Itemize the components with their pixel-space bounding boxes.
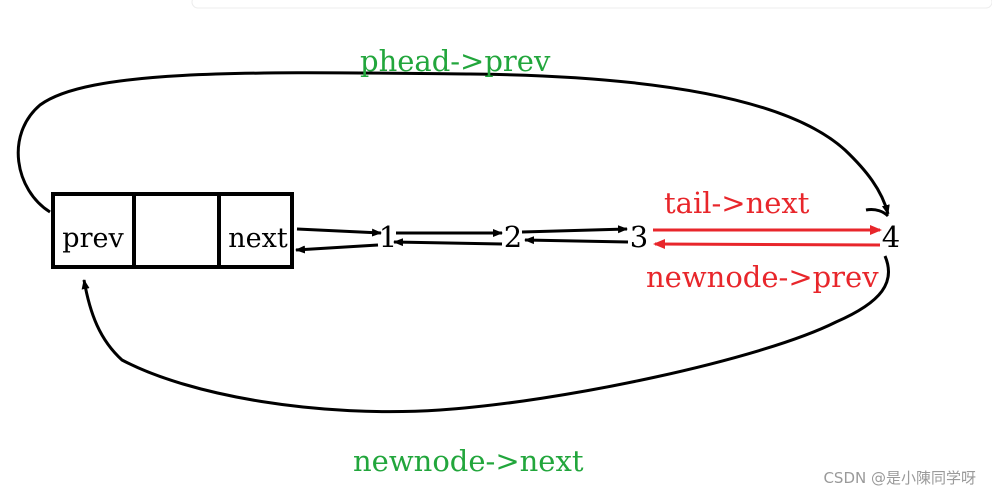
watermark: CSDN @是小陳同学呀 (823, 469, 976, 487)
top-card-edge (191, 0, 992, 9)
backward-links (295, 236, 629, 254)
head-cell-next: next (228, 223, 288, 254)
link-2-to-1 (393, 238, 503, 247)
label-phead-prev: phead->prev (360, 44, 551, 78)
link-1-to-head (295, 243, 379, 254)
label-tail-next: tail->next (664, 186, 810, 220)
link-2-to-3 (521, 225, 628, 234)
head-node: prev next (51, 192, 294, 269)
node-4: 4 (882, 220, 900, 254)
head-cell-prev: prev (62, 223, 124, 254)
circular-links (16, 71, 890, 414)
link-head-to-1 (296, 227, 382, 237)
new-node-links (653, 225, 882, 250)
label-newnode-next: newnode->next (353, 444, 584, 478)
curve-head-prev-to-4 (16, 71, 890, 215)
curve-4-next-to-head (81, 255, 890, 414)
head-node-box (51, 192, 294, 269)
label-newnode-prev: newnode->prev (646, 260, 879, 294)
node-1: 1 (379, 220, 397, 254)
forward-links (296, 225, 628, 237)
link-4-to-3-red (653, 239, 881, 250)
curve-tail-hook (865, 208, 890, 218)
node-3: 3 (630, 220, 648, 254)
node-2: 2 (504, 220, 522, 254)
link-3-to-2 (524, 236, 629, 245)
